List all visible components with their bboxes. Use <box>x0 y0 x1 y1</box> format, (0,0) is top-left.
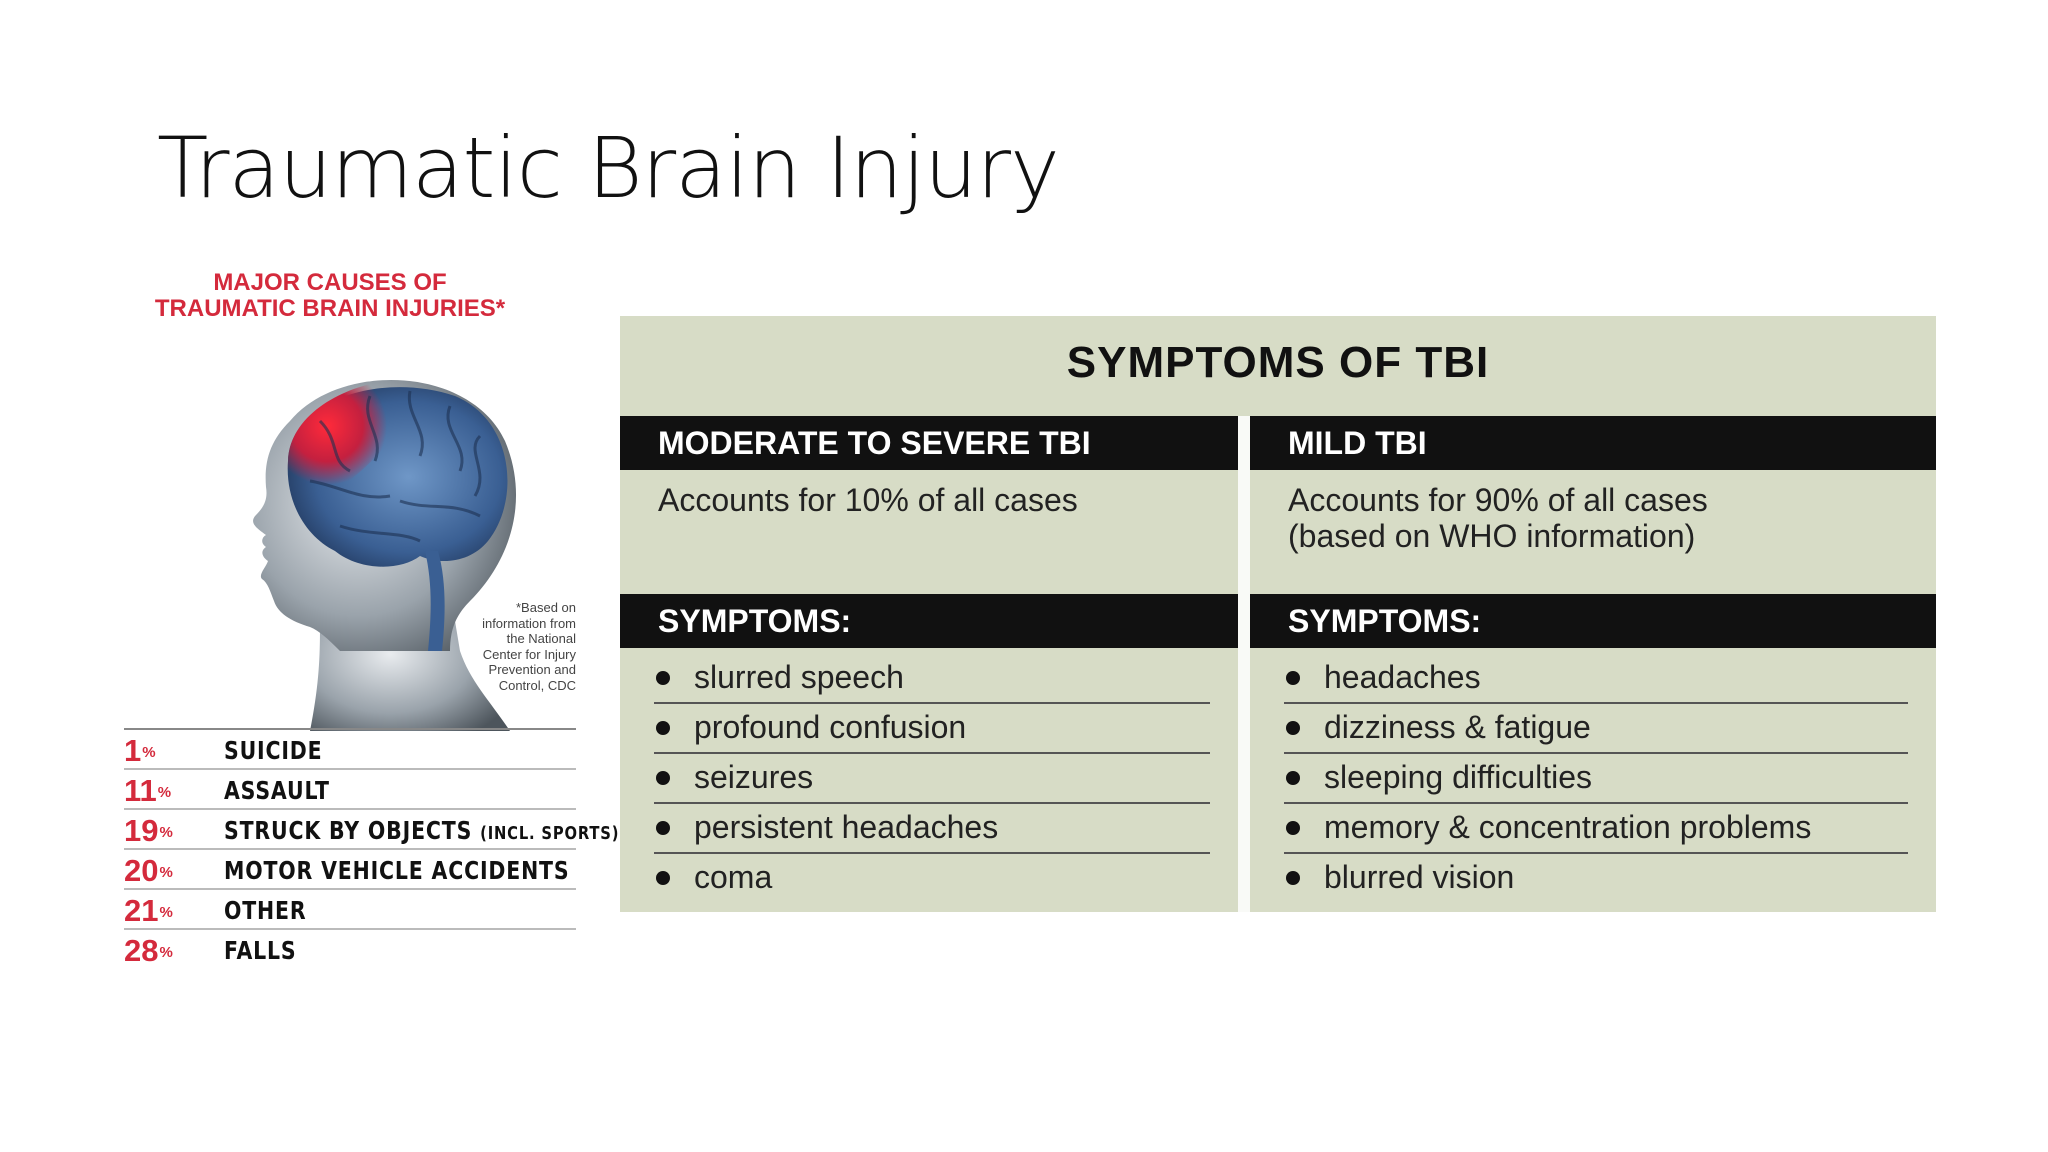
symptoms-table-title: SYMPTOMS OF TBI <box>1066 338 1490 387</box>
cause-label: OTHER <box>224 896 307 925</box>
list-item: profound confusion <box>654 704 1210 754</box>
moderate-severe-column: MODERATE TO SEVERE TBI Accounts for 10% … <box>620 416 1238 912</box>
causes-footnote: *Based on information from the National … <box>436 600 576 693</box>
cause-label: STRUCK BY OBJECTS (INCL. SPORTS) <box>224 816 620 845</box>
list-item: seizures <box>654 754 1210 804</box>
cause-label: FALLS <box>224 936 297 965</box>
bullet-icon <box>1286 821 1300 835</box>
bullet-icon <box>1286 771 1300 785</box>
list-item: memory & concentration problems <box>1284 804 1908 854</box>
cause-percent: 11% <box>124 773 172 808</box>
bullet-icon <box>1286 871 1300 885</box>
bullet-icon <box>1286 671 1300 685</box>
bullet-icon <box>656 721 670 735</box>
footnote-line: Prevention and <box>488 662 576 677</box>
list-item: coma <box>654 854 1210 902</box>
bullet-icon <box>656 671 670 685</box>
cause-label: SUICIDE <box>224 736 323 765</box>
list-item: persistent headaches <box>654 804 1210 854</box>
moderate-severe-description: Accounts for 10% of all cases <box>658 482 1078 518</box>
column-divider <box>1238 416 1250 912</box>
mild-symptoms-header: SYMPTOMS: <box>1250 594 1936 648</box>
cause-percent: 28% <box>124 933 173 968</box>
description-line: (based on WHO information) <box>1288 518 1696 554</box>
cause-row-other: 21% OTHER <box>124 888 576 928</box>
causes-infographic: MAJOR CAUSES OF TRAUMATIC BRAIN INJURIES… <box>120 266 619 986</box>
mild-description: Accounts for 90% of all cases (based on … <box>1288 482 1708 554</box>
list-item: blurred vision <box>1284 854 1908 902</box>
slide-title: Traumatic Brain Injury <box>157 119 1060 217</box>
footnote-line: Control, CDC <box>498 677 576 693</box>
cause-percent: 19% <box>124 813 173 848</box>
footnote-line: information from <box>482 615 576 631</box>
moderate-severe-header: MODERATE TO SEVERE TBI <box>620 416 1238 470</box>
mild-column: MILD TBI Accounts for 90% of all cases (… <box>1250 416 1936 912</box>
list-item: slurred speech <box>654 654 1210 704</box>
cause-percent: 20% <box>124 853 173 888</box>
cause-row-motor-vehicle: 20% MOTOR VEHICLE ACCIDENTS <box>124 848 576 888</box>
causes-heading-line2: TRAUMATIC BRAIN INJURIES* <box>154 295 506 322</box>
cause-row-falls: 28% FALLS <box>124 928 576 968</box>
cause-row-suicide: 1% SUICIDE <box>124 728 576 768</box>
description-line: Accounts for 10% of all cases <box>658 482 1078 518</box>
moderate-severe-symptom-list: slurred speech profound confusion seizur… <box>654 654 1210 902</box>
brain-head-illustration <box>253 379 517 731</box>
cause-percent: 21% <box>124 893 173 928</box>
bullet-icon <box>1286 721 1300 735</box>
cause-list: 1% SUICIDE 11% ASSAULT 19% STRUCK BY OBJ… <box>124 728 619 968</box>
list-item: dizziness & fatigue <box>1284 704 1908 754</box>
cause-row-struck-by-objects: 19% STRUCK BY OBJECTS (INCL. SPORTS) <box>124 808 619 848</box>
bullet-icon <box>656 821 670 835</box>
cause-label: ASSAULT <box>224 776 330 805</box>
moderate-severe-symptoms-header: SYMPTOMS: <box>620 594 1238 648</box>
cause-row-assault: 11% ASSAULT <box>124 768 576 808</box>
causes-heading: MAJOR CAUSES OF TRAUMATIC BRAIN INJURIES… <box>120 270 540 322</box>
cause-label: MOTOR VEHICLE ACCIDENTS <box>224 856 570 885</box>
cause-percent: 1% <box>124 733 156 768</box>
cause-note: (INCL. SPORTS) <box>480 823 620 844</box>
footnote-line: *Based on <box>516 600 576 615</box>
footnote-line: the National <box>506 631 576 646</box>
list-item: headaches <box>1284 654 1908 704</box>
mild-symptom-list: headaches dizziness & fatigue sleeping d… <box>1284 654 1908 902</box>
bullet-icon <box>656 771 670 785</box>
causes-heading-line1: MAJOR CAUSES OF <box>213 269 447 296</box>
bullet-icon <box>656 871 670 885</box>
description-line: Accounts for 90% of all cases <box>1288 482 1708 518</box>
mild-header: MILD TBI <box>1250 416 1936 470</box>
list-item: sleeping difficulties <box>1284 754 1908 804</box>
footnote-line: Center for Injury <box>482 646 576 662</box>
symptoms-table: SYMPTOMS OF TBI MODERATE TO SEVERE TBI A… <box>620 316 1936 912</box>
